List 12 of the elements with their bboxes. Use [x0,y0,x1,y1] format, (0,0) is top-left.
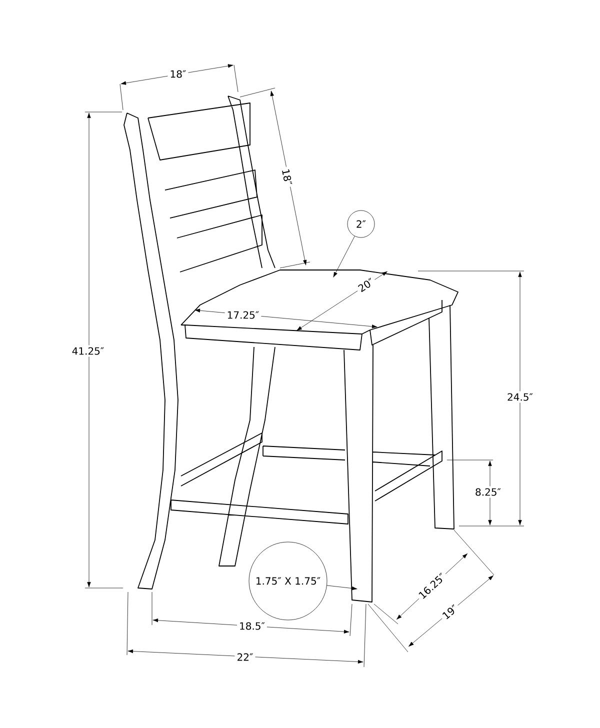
dimension-label: 8.25″ [473,486,503,498]
dimension-label: 17.25″ [224,309,262,321]
dimension-label: 18″ [279,166,295,188]
dimension-label: 19″ [438,601,462,623]
leader-line [333,236,355,278]
dimension-label: 41.25″ [70,345,106,357]
dimension-label: 22″ [234,651,256,663]
dimension-label: 24.5″ [505,391,535,403]
leader-line [326,585,358,590]
dimension-label: 18.5″ [237,620,267,632]
dimension-label: 20″ [354,274,378,296]
dimension-label: 18″ [168,68,188,80]
